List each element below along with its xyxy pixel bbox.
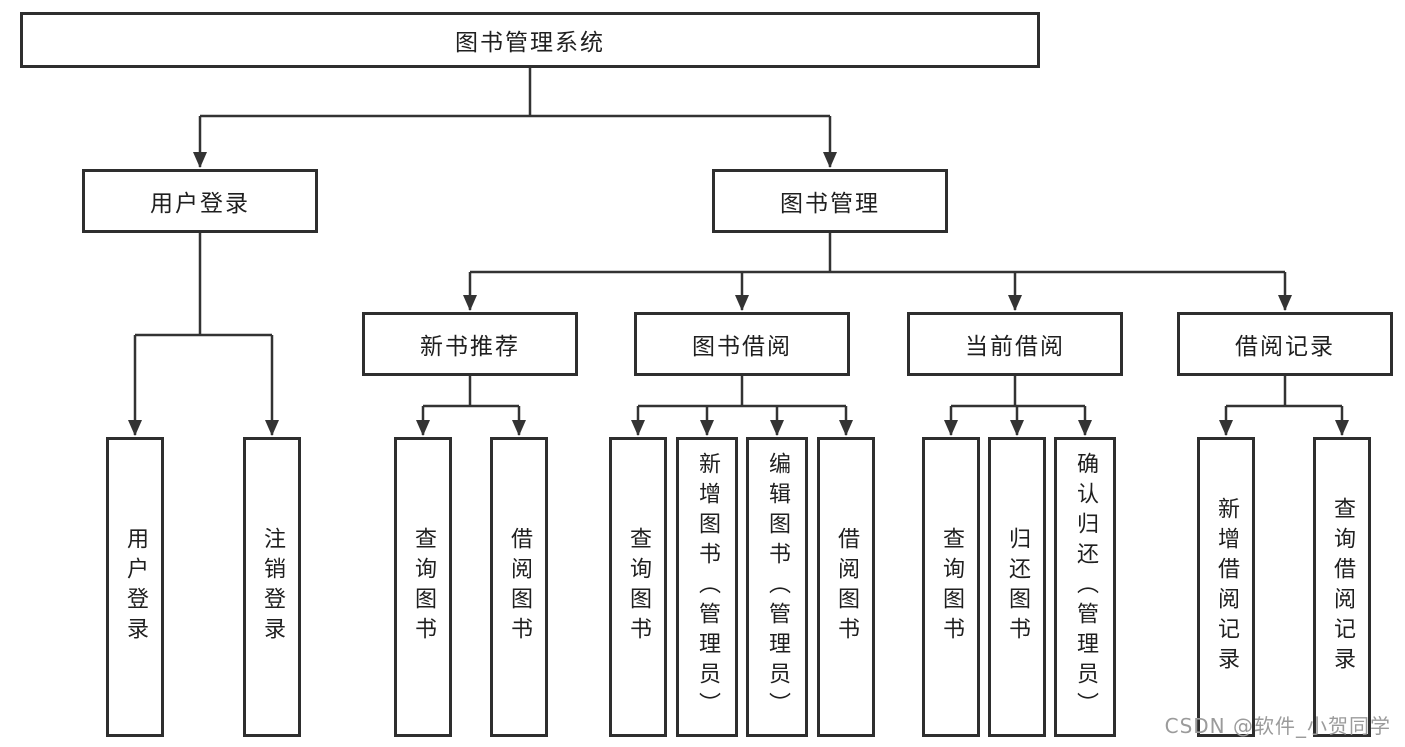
- leaf-confirm-return-admin-label: 确认归还（管理员）: [1073, 452, 1098, 722]
- node-user-login: 用户登录: [82, 169, 318, 233]
- node-borrow-records-label: 借阅记录: [1235, 334, 1335, 360]
- leaf-borrow-book-recommend: 借阅图书: [490, 437, 548, 737]
- leaf-borrow-book-recommend-label: 借阅图书: [507, 527, 532, 647]
- node-current-borrow-label: 当前借阅: [965, 334, 1065, 360]
- csdn-watermark: CSDN @软件_小贺同学: [1164, 714, 1391, 738]
- leaf-query-book-current-label: 查询图书: [939, 527, 964, 647]
- leaf-user-login: 用户登录: [106, 437, 164, 737]
- leaf-borrow-book: 借阅图书: [817, 437, 875, 737]
- leaf-add-book-admin: 新增图书（管理员）: [676, 437, 738, 737]
- leaf-add-borrow-record: 新增借阅记录: [1197, 437, 1255, 737]
- leaf-query-book-borrow: 查询图书: [609, 437, 667, 737]
- node-user-login-label: 用户登录: [150, 191, 250, 217]
- node-book-management: 图书管理: [712, 169, 948, 233]
- node-new-book-recommend-label: 新书推荐: [420, 334, 520, 360]
- leaf-query-borrow-record-label: 查询借阅记录: [1330, 497, 1355, 677]
- leaf-query-book-current: 查询图书: [922, 437, 980, 737]
- leaf-query-book-borrow-label: 查询图书: [626, 527, 651, 647]
- leaf-borrow-book-label: 借阅图书: [834, 527, 859, 647]
- leaf-query-borrow-record: 查询借阅记录: [1313, 437, 1371, 737]
- node-book-borrow: 图书借阅: [634, 312, 850, 376]
- leaf-return-book: 归还图书: [988, 437, 1046, 737]
- node-new-book-recommend: 新书推荐: [362, 312, 578, 376]
- node-root: 图书管理系统: [20, 12, 1040, 68]
- leaf-query-book-recommend-label: 查询图书: [411, 527, 436, 647]
- node-book-management-label: 图书管理: [780, 191, 880, 217]
- leaf-user-login-label: 用户登录: [123, 527, 148, 647]
- leaf-logout-label: 注销登录: [260, 527, 285, 647]
- leaf-return-book-label: 归还图书: [1005, 527, 1030, 647]
- node-root-label: 图书管理系统: [455, 30, 605, 56]
- node-borrow-records: 借阅记录: [1177, 312, 1393, 376]
- node-current-borrow: 当前借阅: [907, 312, 1123, 376]
- leaf-add-book-admin-label: 新增图书（管理员）: [695, 452, 720, 722]
- leaf-edit-book-admin-label: 编辑图书（管理员）: [765, 452, 790, 722]
- leaf-add-borrow-record-label: 新增借阅记录: [1214, 497, 1239, 677]
- leaf-confirm-return-admin: 确认归还（管理员）: [1054, 437, 1116, 737]
- leaf-edit-book-admin: 编辑图书（管理员）: [746, 437, 808, 737]
- leaf-logout: 注销登录: [243, 437, 301, 737]
- node-book-borrow-label: 图书借阅: [692, 334, 792, 360]
- leaf-query-book-recommend: 查询图书: [394, 437, 452, 737]
